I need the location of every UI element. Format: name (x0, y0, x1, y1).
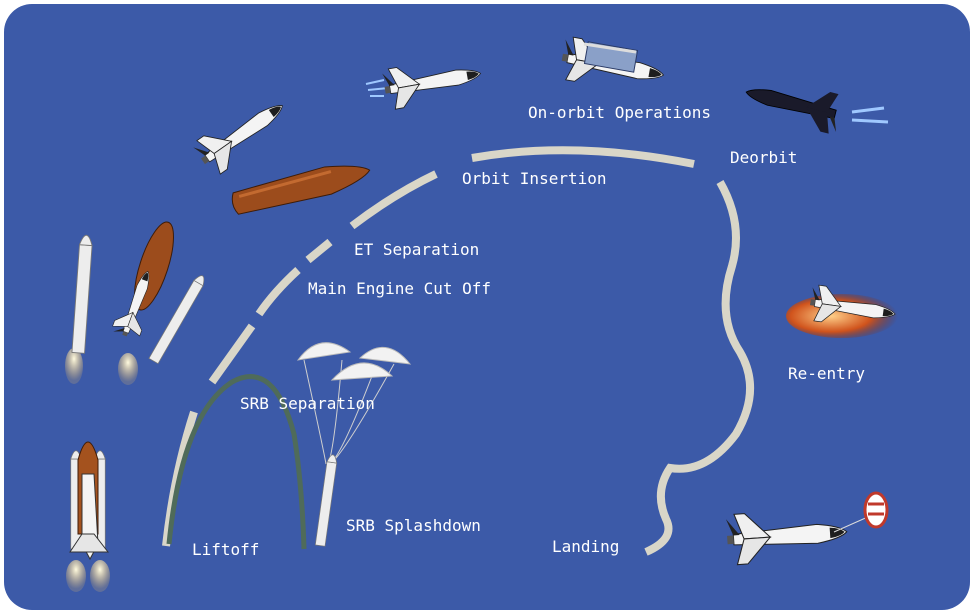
shuttle-reentry-plasma (786, 283, 898, 338)
shuttle-after-et-separation (190, 88, 295, 179)
ascent-path-segment-meco (255, 267, 301, 317)
stage-label-srb-splashdown: SRB Splashdown (346, 516, 481, 535)
orbit-arc (471, 146, 695, 168)
srb-parachutes (296, 342, 412, 547)
ascent-path-liftoff-segment (162, 410, 198, 547)
shuttle-on-pad (66, 441, 110, 592)
shuttle-payload-bay-open (558, 35, 668, 97)
shuttle-deorbit-burn (745, 89, 889, 134)
stage-label-on-orbit-operations: On-orbit Operations (528, 103, 712, 122)
stage-label-liftoff: Liftoff (192, 540, 260, 559)
shuttle-launch-with-srbs (65, 221, 208, 385)
descent-path (644, 180, 754, 556)
shuttle-orbit-insertion (365, 52, 485, 111)
stage-label-srb-separation: SRB Separation (240, 394, 375, 413)
mission-profile-diagram (65, 35, 898, 592)
stage-label-reentry: Re-entry (788, 364, 866, 383)
stage-label-deorbit: Deorbit (730, 148, 798, 167)
shuttle-landing-drag-chute (725, 491, 889, 566)
stage-label-landing: Landing (552, 537, 620, 556)
ascent-path-segment-orbit (349, 170, 438, 230)
stage-label-main-engine-cut-off: Main Engine Cut Off (308, 279, 492, 298)
ascent-path-segment-srb (208, 323, 256, 385)
external-tank (227, 155, 375, 220)
srb-recovery-arc (166, 374, 307, 550)
ascent-path-segment-et (305, 238, 333, 264)
mission-profile-panel: Liftoff SRB Separation SRB Splashdown Ma… (4, 4, 970, 610)
stage-label-orbit-insertion: Orbit Insertion (462, 169, 607, 188)
stage-label-et-separation: ET Separation (354, 240, 480, 259)
